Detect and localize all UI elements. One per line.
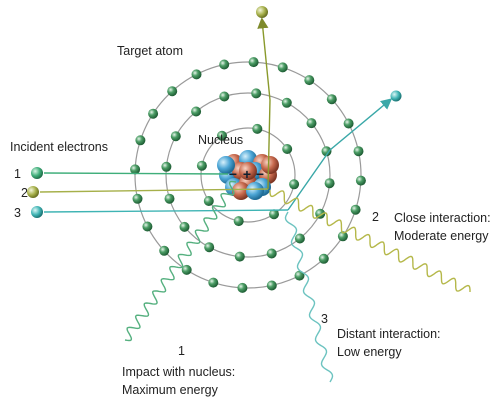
electron-shells [134, 61, 362, 289]
label-impact-2: Maximum energy [122, 383, 219, 397]
number-distant: 3 [321, 312, 328, 326]
incident-electron-2: 2 [21, 186, 39, 200]
orbital-electron [343, 118, 354, 129]
orbital-electron [318, 253, 329, 264]
orbital-electron [179, 221, 190, 232]
orbital-electron [294, 270, 305, 281]
orbital-electrons [130, 57, 366, 293]
orbital-electron [219, 59, 230, 70]
orbital-electron [208, 277, 219, 288]
orbital-electron [326, 94, 337, 105]
orbital-electron [204, 242, 215, 253]
incident-electron-3: 3 [14, 206, 43, 220]
label-close-1: Close interaction: [394, 211, 491, 225]
orbital-electron [219, 91, 230, 102]
shell-3 [134, 61, 362, 289]
scatter-teal-path [287, 98, 393, 211]
label-distant-1: Distant interaction: [337, 327, 441, 341]
orbital-electron [164, 193, 175, 204]
orbital-electron [251, 88, 262, 99]
scattered-electron-teal [390, 90, 402, 102]
scattered-electron-olive [256, 6, 268, 18]
label-target-atom: Target atom [117, 44, 183, 58]
track-1 [43, 172, 229, 175]
orbital-electron [281, 97, 292, 108]
orbital-electron [191, 69, 202, 80]
incident-number-1: 1 [14, 167, 21, 181]
shell-1 [200, 127, 296, 223]
neutron [217, 156, 235, 174]
orbital-electron [321, 146, 332, 157]
orbital-electron [353, 146, 364, 157]
orbital-electron [355, 175, 366, 186]
orbital-electron [196, 160, 207, 171]
orbital-electron [159, 245, 170, 256]
orbital-electron [148, 108, 159, 119]
track-2 [39, 188, 269, 193]
incident-electron-ball-1 [31, 167, 43, 179]
orbital-electron [350, 204, 361, 215]
incident-number-3: 3 [14, 206, 21, 220]
orbital-electron [181, 264, 192, 275]
wave-distant [284, 211, 334, 383]
label-incident-electrons: Incident electrons [10, 140, 108, 154]
plus-icon: + [243, 166, 251, 182]
proton [261, 156, 279, 174]
orbital-electron [130, 164, 141, 175]
orbital-electron [248, 57, 259, 68]
minus-icon: − [229, 166, 237, 182]
proton [232, 182, 250, 200]
orbital-electron [191, 106, 202, 117]
orbital-electron [289, 179, 300, 190]
minus-icon: − [256, 166, 264, 182]
orbital-electron [266, 248, 277, 259]
incident-electron-ball-2 [27, 186, 39, 198]
wave-impact [124, 180, 237, 342]
orbital-electron [337, 231, 348, 242]
orbital-electron [167, 86, 178, 97]
neutron [246, 182, 264, 200]
orbital-electron [203, 196, 214, 206]
orbital-electron [161, 161, 172, 172]
orbital-electron [237, 282, 248, 293]
incident-number-2: 2 [21, 186, 28, 200]
orbital-electron [217, 130, 227, 141]
orbital-electron [304, 75, 315, 86]
label-impact-1: Impact with nucleus: [122, 365, 235, 379]
orbital-electron [252, 123, 263, 134]
orbital-electron [132, 193, 143, 204]
orbital-electron [266, 280, 277, 291]
orbital-electron [170, 131, 181, 142]
nucleus: +− − [217, 150, 279, 200]
orbital-electron [135, 135, 146, 146]
orbital-electron [233, 216, 244, 227]
incident-tracks [39, 17, 393, 213]
label-close-2: Moderate energy [394, 229, 489, 243]
incident-electron-1: 1 [14, 167, 43, 181]
number-impact: 1 [178, 344, 185, 358]
scatter-olive-path [257, 17, 271, 190]
shell-2 [165, 92, 331, 258]
orbital-electron [282, 144, 293, 154]
orbital-electron [277, 62, 288, 73]
orbital-electron [142, 221, 153, 232]
number-close: 2 [372, 210, 379, 224]
proton [239, 162, 257, 180]
incident-electron-ball-3 [31, 206, 43, 218]
orbital-electron [306, 118, 317, 129]
label-distant-2: Low energy [337, 345, 402, 359]
wave-close [269, 190, 471, 292]
orbital-electron [324, 178, 335, 189]
orbital-electron [294, 233, 305, 244]
label-nucleus: Nucleus [198, 133, 243, 147]
track-3 [43, 209, 289, 213]
orbital-electron [234, 251, 245, 262]
orbital-electron [269, 209, 279, 220]
